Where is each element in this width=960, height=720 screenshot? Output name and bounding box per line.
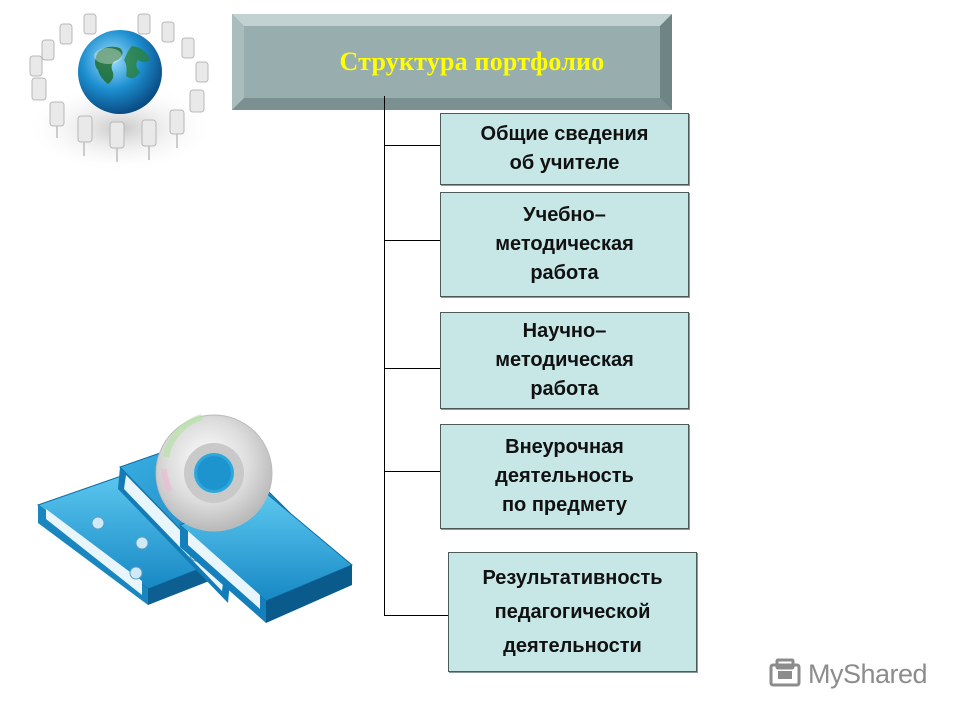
- box-line: Научно–: [523, 317, 607, 346]
- box-line: по предмету: [502, 491, 627, 520]
- connector-branch: [384, 471, 440, 472]
- blue-folders-with-cd-icon: [30, 405, 360, 635]
- box-line: Внеурочная: [505, 433, 624, 462]
- watermark: MyShared: [768, 656, 927, 692]
- box-line: методическая: [495, 230, 634, 259]
- box-line: Результативность: [482, 561, 662, 595]
- box-line: Учебно–: [523, 201, 606, 230]
- box-scientific-methodical: Научно– методическая работа: [440, 312, 689, 409]
- box-line: работа: [530, 375, 598, 404]
- box-results: Результативность педагогической деятельн…: [448, 552, 697, 672]
- connector-trunk: [384, 96, 385, 616]
- myshared-logo-icon: [768, 657, 802, 691]
- box-line: методическая: [495, 346, 634, 375]
- box-line: работа: [530, 259, 598, 288]
- title-banner: Структура портфолио: [232, 14, 672, 110]
- connector-branch: [384, 615, 448, 616]
- box-line: деятельность: [495, 462, 634, 491]
- box-extracurricular: Внеурочная деятельность по предмету: [440, 424, 689, 529]
- box-line: педагогической: [495, 595, 651, 629]
- connector-branch: [384, 368, 440, 369]
- box-line: Общие сведения: [481, 120, 649, 149]
- watermark-text: MyShared: [808, 659, 927, 690]
- connector-branch: [384, 145, 440, 146]
- box-line: деятельности: [503, 629, 642, 663]
- box-line: об учителе: [510, 149, 620, 178]
- page-title: Структура портфолио: [252, 14, 692, 110]
- globe-with-chairs-icon: [20, 10, 230, 190]
- box-general-info: Общие сведения об учителе: [440, 113, 689, 185]
- box-teaching-methodical: Учебно– методическая работа: [440, 192, 689, 297]
- connector-branch: [384, 240, 440, 241]
